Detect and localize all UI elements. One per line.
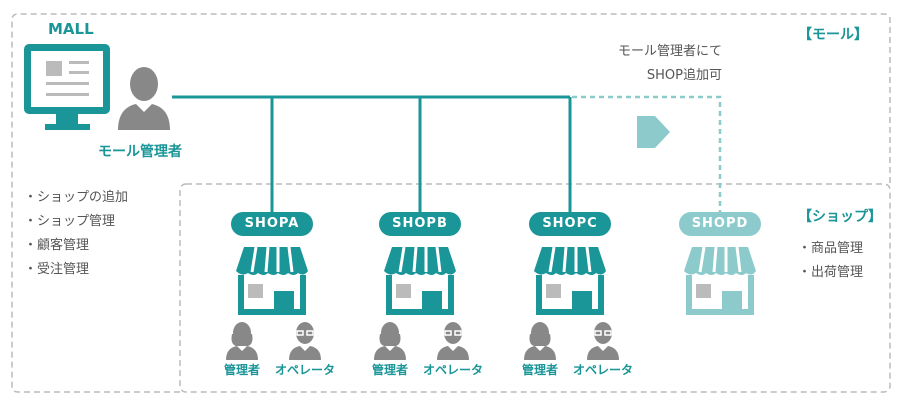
mall-frame <box>11 13 891 393</box>
role-label: 管理者 <box>223 363 260 377</box>
shop-function: ・出荷管理 <box>798 265 864 280</box>
shop-section-label: 【ショップ】 <box>798 209 882 225</box>
shop-admin-person-icon <box>224 320 260 364</box>
mall-title: MALL <box>48 20 94 38</box>
monitor-icon <box>24 44 110 130</box>
mall-section-label: 【モール】 <box>798 27 868 43</box>
mall-admin-label: モール管理者 <box>98 144 182 160</box>
arrow-icon <box>637 116 670 148</box>
mall-note: モール管理者にて SHOP追加可 <box>560 40 722 88</box>
mall-function: ・ショップ管理 <box>24 214 116 229</box>
role-label: 管理者 <box>371 363 408 377</box>
role-label: オペレータ <box>572 363 633 377</box>
note-line-2: SHOP追加可 <box>646 68 722 83</box>
shop-frame <box>179 183 891 393</box>
note-line-1: モール管理者にて <box>617 44 722 59</box>
mall-function: ・受注管理 <box>24 262 90 277</box>
shop-admin-person-icon <box>522 320 558 364</box>
connector-main <box>172 95 572 213</box>
role-label: オペレータ <box>274 363 335 377</box>
shop-name-badge: SHOPA <box>231 212 313 236</box>
store-icon <box>530 245 610 321</box>
role-label: オペレータ <box>422 363 483 377</box>
store-icon <box>232 245 312 321</box>
store-icon <box>680 245 760 321</box>
role-label: 管理者 <box>521 363 558 377</box>
shop-name-badge: SHOPC <box>529 212 611 236</box>
mall-function: ・ショップの追加 <box>24 190 129 205</box>
operator-person-icon <box>585 320 621 364</box>
shop-name-badge: SHOPB <box>379 212 461 236</box>
shop-admin-person-icon <box>372 320 408 364</box>
mall-admin-person-icon <box>118 67 170 130</box>
mall-function: ・顧客管理 <box>24 238 90 253</box>
shop-name-badge: SHOPD <box>679 212 761 236</box>
operator-person-icon <box>287 320 323 364</box>
store-icon <box>380 245 460 321</box>
operator-person-icon <box>435 320 471 364</box>
connector-optional <box>572 95 722 213</box>
shop-function: ・商品管理 <box>798 241 864 256</box>
